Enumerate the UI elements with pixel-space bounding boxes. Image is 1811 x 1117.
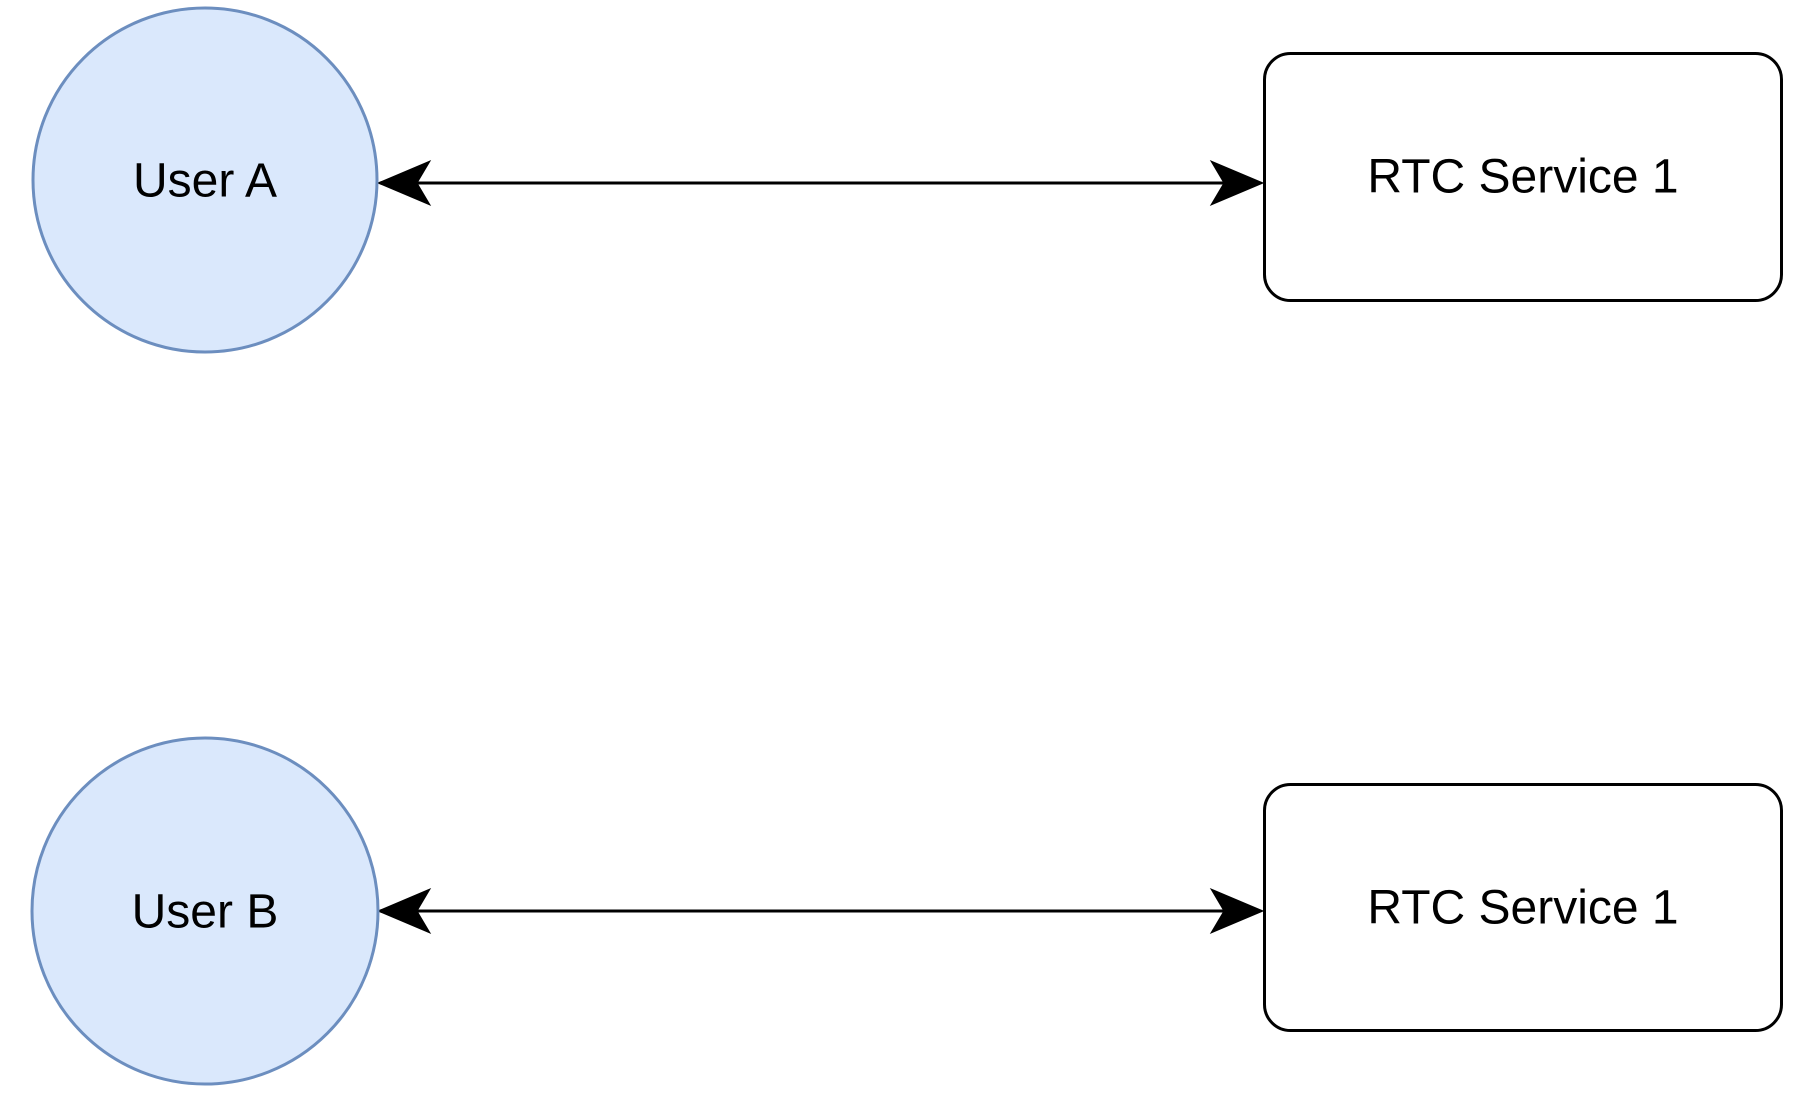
node-rtc-service-top[interactable] xyxy=(1263,52,1783,302)
node-user-a-label: User A xyxy=(133,155,277,208)
arrowhead-right-icon xyxy=(1209,159,1265,207)
node-user-b-label: User B xyxy=(132,886,279,939)
arrowhead-left-icon xyxy=(376,159,432,207)
arrowhead-right-icon xyxy=(1209,887,1265,935)
node-rtc-service-bottom[interactable] xyxy=(1263,783,1783,1032)
node-user-b[interactable] xyxy=(30,736,380,1086)
arrowhead-left-icon xyxy=(376,887,432,935)
node-user-a[interactable] xyxy=(31,6,379,354)
node-rtc-service-bottom-label: RTC Service 1 xyxy=(1367,882,1678,935)
node-rtc-service-top-label: RTC Service 1 xyxy=(1367,151,1678,204)
